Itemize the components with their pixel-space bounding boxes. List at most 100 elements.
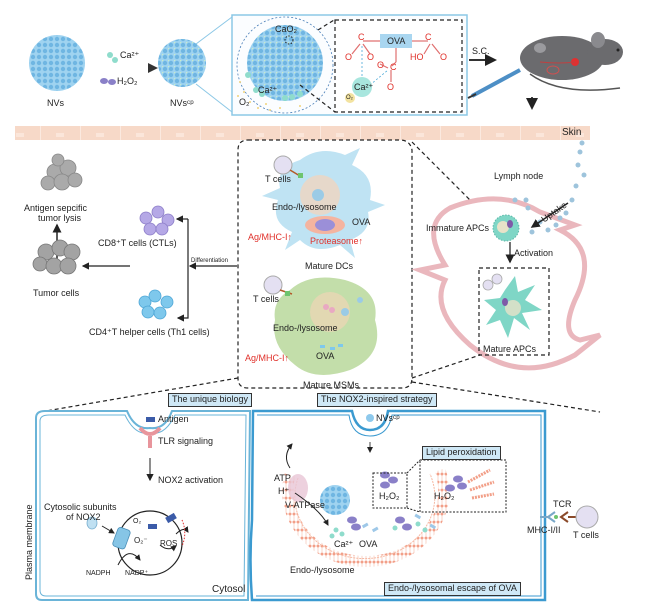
ca-ion-icon — [107, 52, 113, 58]
ca-ion-chelated — [352, 77, 372, 97]
ova-release-label: OVA — [359, 539, 378, 549]
dc-endolysosome-label: Endo-/lysosome — [272, 202, 337, 212]
nvscp-zoomed-sphere — [247, 25, 323, 101]
t-cells-bottom-label: T cells — [573, 530, 599, 540]
nox2-strategy-title: The NOX2-inspired strategy — [317, 393, 437, 407]
carbon-label: C — [425, 32, 432, 42]
antigen-label: Antigen — [158, 414, 189, 424]
proteasome-label: Proteasome↑ — [310, 236, 364, 246]
cd8-t-cells-label: CD8⁺T cells (CTLs) — [98, 238, 177, 248]
cytosolic-subunits-line2: of NOX2 — [66, 512, 101, 522]
ca-release-label: Ca²⁺ — [334, 539, 354, 549]
cytosol-label: Cytosol — [212, 584, 246, 595]
ova-box — [380, 34, 412, 48]
tlr-signaling-label: TLR signaling — [158, 436, 214, 446]
dc-ova-label: OVA — [352, 217, 371, 227]
oxygen-label: O — [377, 60, 385, 70]
lipid-peroxidation-panel — [419, 459, 507, 513]
sc-injection-label: S.C. — [472, 46, 490, 56]
nvscp-sphere — [158, 39, 206, 87]
center-panel-border — [237, 139, 413, 389]
nvs-label: NVs — [47, 98, 65, 108]
skin-layer — [15, 126, 590, 140]
antigen-icon — [146, 417, 155, 422]
msm-ag-mhc-label: Ag/MHC-I↑ — [245, 353, 290, 363]
ca-label: Ca²⁺ — [120, 50, 140, 60]
endolysosome-bottom-label: Endo-/lysosome — [290, 565, 355, 575]
nvscp-inner-sphere — [320, 485, 350, 515]
mature-msms-label: Mature MSMs — [303, 380, 360, 390]
ros-label: ROS — [160, 539, 178, 548]
v-atpase-label: V-ATPase — [285, 500, 325, 510]
nvscp-bottom-label: NVsᶜᵖ — [376, 413, 400, 423]
o2-inset-label: O₂ — [239, 97, 250, 107]
cao2-label: CaO₂ — [275, 24, 297, 34]
carbon-label: C — [390, 62, 397, 72]
lipid-peroxidation-title: Lipid peroxidation — [422, 446, 501, 460]
tcr-receptor-icon — [559, 511, 576, 523]
oxygen-label: O — [345, 52, 353, 62]
unique-biology-title: The unique biology — [168, 393, 253, 407]
cd8-t-cell-cluster — [139, 205, 175, 236]
endolysosome-membrane — [282, 468, 450, 568]
nadph-label: NADPH — [86, 570, 111, 577]
peroxidation-zoom-box — [372, 472, 408, 509]
o2-chelate-label: O₂ — [346, 95, 353, 101]
lysed-tumor-cluster — [40, 153, 83, 191]
ova-chem-label: OVA — [387, 36, 406, 46]
ca-inset-label: Ca²⁺ — [258, 85, 278, 95]
skin-label: Skin — [562, 127, 582, 138]
cd4-t-cell-cluster — [138, 289, 174, 320]
mhc-receptor-icon — [540, 511, 556, 523]
tumor-lysis-label-line1: Antigen sepcific — [24, 203, 88, 213]
cytosolic-subunits-line1: Cytosolic subunits — [44, 502, 117, 512]
h2o2-label: H₂O₂ — [117, 76, 138, 86]
oxygen-label: O — [440, 52, 448, 62]
tumor-cell-cluster — [32, 239, 81, 275]
mature-apcs-label: Mature APCs — [483, 344, 537, 354]
nvs-sphere — [29, 35, 85, 91]
mature-apc-box — [478, 267, 550, 356]
msm-endolysosome-label: Endo-/lysosome — [273, 323, 338, 333]
endolysosomal-escape-title: Endo-/lysosomal escape of OVA — [384, 582, 521, 596]
nvscp-vesicle — [366, 414, 374, 422]
t-cell-icon — [273, 155, 293, 175]
superoxide-label: O₂⁻ — [134, 536, 148, 545]
tlr-receptor-icon — [138, 426, 162, 436]
differentiation-label: Differentiation — [191, 258, 228, 264]
oxygen-label: O — [387, 82, 395, 92]
lymph-node-outline — [411, 196, 602, 371]
nvscp-label: NVsᶜᵖ — [170, 98, 194, 108]
v-atpase-icon — [288, 474, 308, 502]
ca-chelate-label: Ca²⁺ — [354, 82, 374, 92]
msm-ova-label: OVA — [316, 351, 335, 361]
activation-label: Activation — [514, 248, 554, 258]
h-ion-label: H⁺ — [278, 486, 290, 496]
mouse-illustration — [520, 32, 623, 91]
oxygen-label: O — [367, 52, 375, 62]
h2o2-molecule-icon — [100, 78, 108, 84]
cytosolic-subunit-icon — [86, 516, 98, 530]
mhc-label: MHC-I/II — [527, 525, 561, 535]
immature-apcs-label: Immature APCs — [426, 223, 490, 233]
tcr-label: TCR — [553, 499, 572, 509]
tumor-cells-label: Tumor cells — [33, 288, 80, 298]
plasma-membrane-label: Plasma membrane — [24, 504, 34, 580]
msm-t-cells-label: T cells — [253, 294, 279, 304]
hydroxyl-label: HO — [410, 52, 424, 62]
t-cell-icon — [263, 275, 283, 295]
mature-dcs-label: Mature DCs — [305, 261, 354, 271]
h2o2-lysosome-label: H₂O₂ — [379, 491, 400, 501]
nox2-activation-label: NOX2 activation — [158, 475, 224, 485]
dc-ag-mhc-label: Ag/MHC-I↑ — [248, 232, 293, 242]
h2o2-inset-label: H₂O₂ — [434, 491, 455, 501]
lymph-node-label: Lymph node — [494, 171, 544, 181]
dc-t-cells-label: T cells — [265, 174, 291, 184]
syringe-icon — [467, 68, 521, 99]
carbon-label: C — [358, 32, 365, 42]
tumor-lysis-label-line2: tumor lysis — [38, 213, 82, 223]
t-cell-icon — [575, 505, 599, 529]
nadp-label: NADP⁺ — [125, 570, 149, 577]
atp-label: ATP — [274, 473, 291, 483]
